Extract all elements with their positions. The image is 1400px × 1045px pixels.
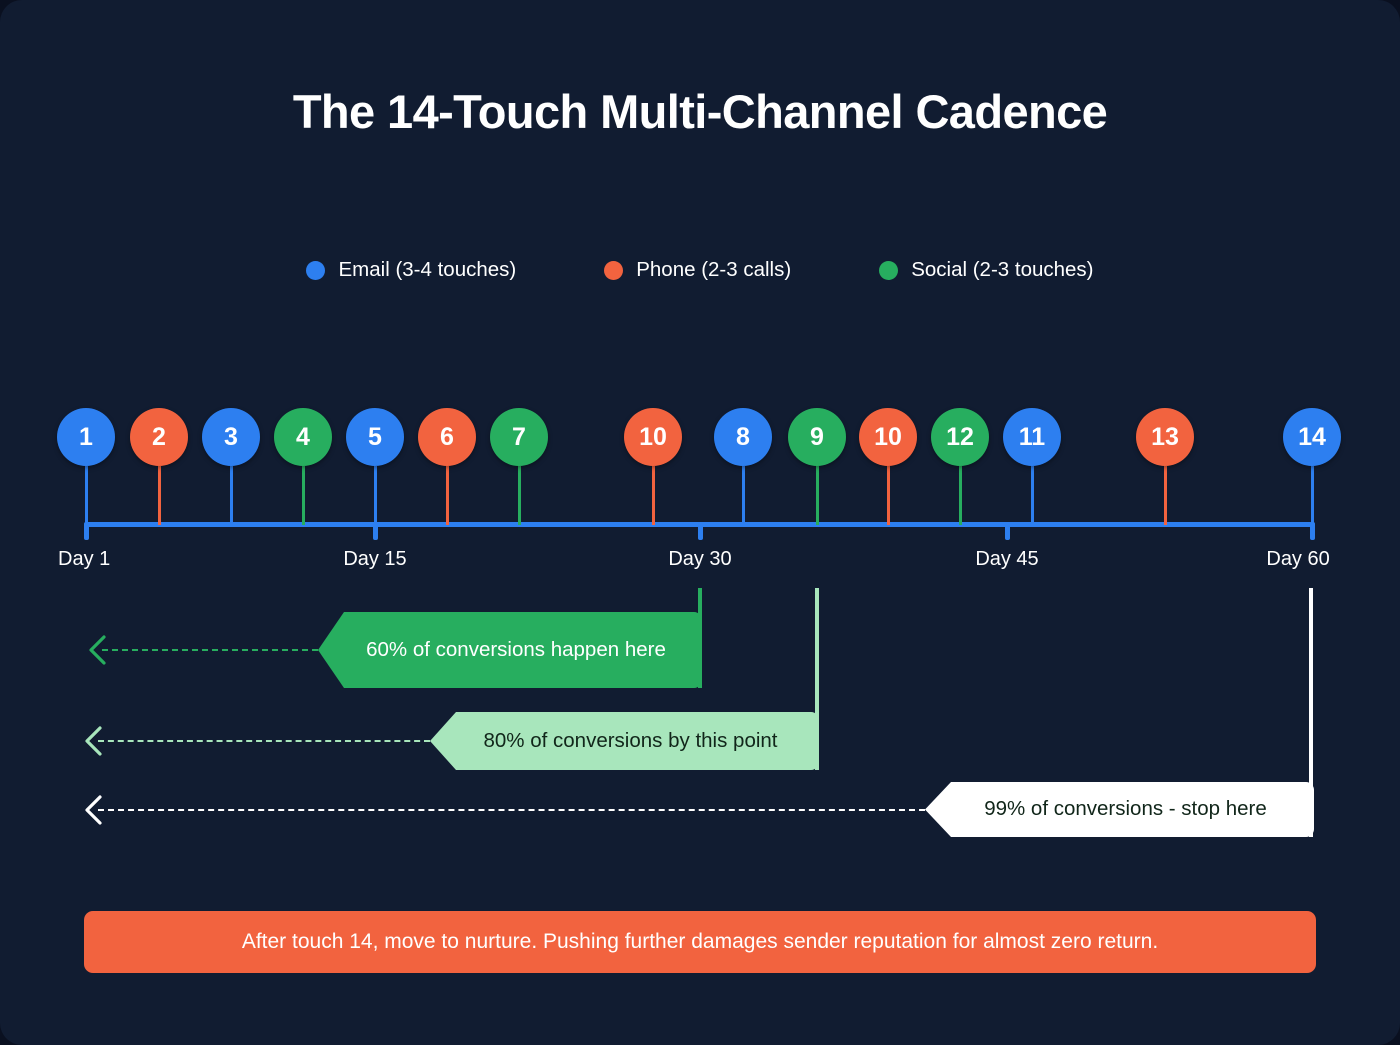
touch-node-email[interactable]: 1 — [57, 408, 115, 466]
touch-number: 11 — [1018, 422, 1046, 451]
legend-dot-phone-icon — [604, 260, 624, 280]
touch-number: 7 — [512, 422, 526, 451]
touch-stem — [742, 466, 745, 525]
touch-number: 3 — [224, 422, 238, 451]
touch-node-social[interactable]: 4 — [274, 408, 332, 466]
touch-stem — [1031, 466, 1034, 525]
annotation-row: 60% of conversions happen here — [0, 612, 1400, 688]
touch-stem — [816, 466, 819, 525]
touch-stem — [1311, 466, 1314, 525]
annotation-row: 80% of conversions by this point — [0, 712, 1400, 770]
legend-label: Social (2-3 touches) — [911, 258, 1094, 281]
day-label: Day 45 — [975, 548, 1039, 570]
touch-number: 9 — [810, 422, 824, 451]
touch-number: 13 — [1151, 422, 1179, 451]
annotation-arrow-head-icon — [84, 725, 102, 757]
day-label: Day 15 — [343, 548, 407, 570]
touch-node-email[interactable]: 8 — [714, 408, 772, 466]
touch-node-social[interactable]: 7 — [490, 408, 548, 466]
annotation-stem — [1309, 588, 1313, 837]
axis-tick — [84, 522, 89, 540]
touch-node-email[interactable]: 5 — [346, 408, 404, 466]
touch-stem — [374, 466, 377, 525]
touch-stem — [158, 466, 161, 525]
touch-node-social[interactable]: 9 — [788, 408, 846, 466]
legend-dot-email-icon — [306, 260, 326, 280]
annotation-banner: 60% of conversions happen here — [318, 612, 702, 688]
touch-node-phone[interactable]: 6 — [418, 408, 476, 466]
annotation-stem — [815, 588, 819, 770]
annotation-text: 60% of conversions happen here — [366, 637, 666, 661]
touch-stem — [230, 466, 233, 525]
day-label: Day 30 — [668, 548, 732, 570]
axis-tick — [1310, 522, 1315, 540]
touch-number: 2 — [152, 422, 166, 451]
touch-node-phone[interactable]: 2 — [130, 408, 188, 466]
touch-number: 1 — [79, 422, 93, 451]
page-title: The 14-Touch Multi-Channel Cadence — [292, 85, 1108, 138]
legend-item-phone: Phone (2-3 calls) — [604, 258, 791, 282]
touch-number: 12 — [946, 422, 974, 451]
touch-stem — [85, 466, 88, 525]
footer-callout: After touch 14, move to nurture. Pushing… — [84, 911, 1316, 973]
touch-number: 14 — [1298, 422, 1326, 451]
legend-dot-social-icon — [879, 260, 899, 280]
touch-node-email[interactable]: 3 — [202, 408, 260, 466]
legend-label: Email (3-4 touches) — [338, 258, 517, 281]
annotation-text: 80% of conversions by this point — [483, 728, 778, 752]
legend-item-social: Social (2-3 touches) — [879, 258, 1094, 282]
touch-stem — [959, 466, 962, 525]
axis-tick — [698, 522, 703, 540]
touch-node-social[interactable]: 12 — [931, 408, 989, 466]
touch-number: 10 — [874, 422, 902, 451]
touch-stem — [1164, 466, 1167, 525]
annotation-arrow-line — [98, 740, 430, 742]
annotation-arrow-head-icon — [84, 794, 102, 826]
touch-stem — [652, 466, 655, 525]
legend: Email (3-4 touches) Phone (2-3 calls) Soci… — [0, 258, 1400, 282]
legend-label: Phone (2-3 calls) — [636, 258, 792, 281]
annotation-arrow-head-icon — [88, 634, 106, 666]
annotation-arrow-line — [98, 808, 925, 811]
annotation-banner: 80% of conversions by this point — [430, 712, 819, 770]
day-label: Day 60 — [1266, 548, 1330, 570]
touch-number: 4 — [296, 422, 310, 451]
day-label: Day 1 — [58, 548, 111, 570]
touch-stem — [302, 466, 305, 525]
touch-stem — [446, 466, 449, 525]
touch-node-email[interactable]: 14 — [1283, 408, 1341, 466]
touch-stem — [887, 466, 890, 525]
touch-node-email[interactable]: 11 — [1003, 408, 1061, 466]
touch-number: 5 — [368, 422, 382, 451]
touch-number: 6 — [440, 422, 454, 451]
touch-node-phone[interactable]: 13 — [1136, 408, 1194, 466]
annotation-arrow-line — [102, 649, 318, 651]
annotation-banner: 99% of conversions - stop here — [925, 782, 1314, 837]
annotation-text: 99% of conversions - stop here — [984, 797, 1267, 821]
axis-tick — [373, 522, 378, 540]
touch-number: 8 — [736, 422, 750, 451]
touch-node-phone[interactable]: 10 — [859, 408, 917, 466]
legend-item-email: Email (3-4 touches) — [306, 258, 516, 282]
touch-node-phone[interactable]: 10 — [624, 408, 682, 466]
annotation-row: 99% of conversions - stop here — [0, 782, 1400, 837]
touch-number: 10 — [639, 422, 667, 451]
axis-tick — [1005, 522, 1010, 540]
touch-stem — [518, 466, 521, 525]
